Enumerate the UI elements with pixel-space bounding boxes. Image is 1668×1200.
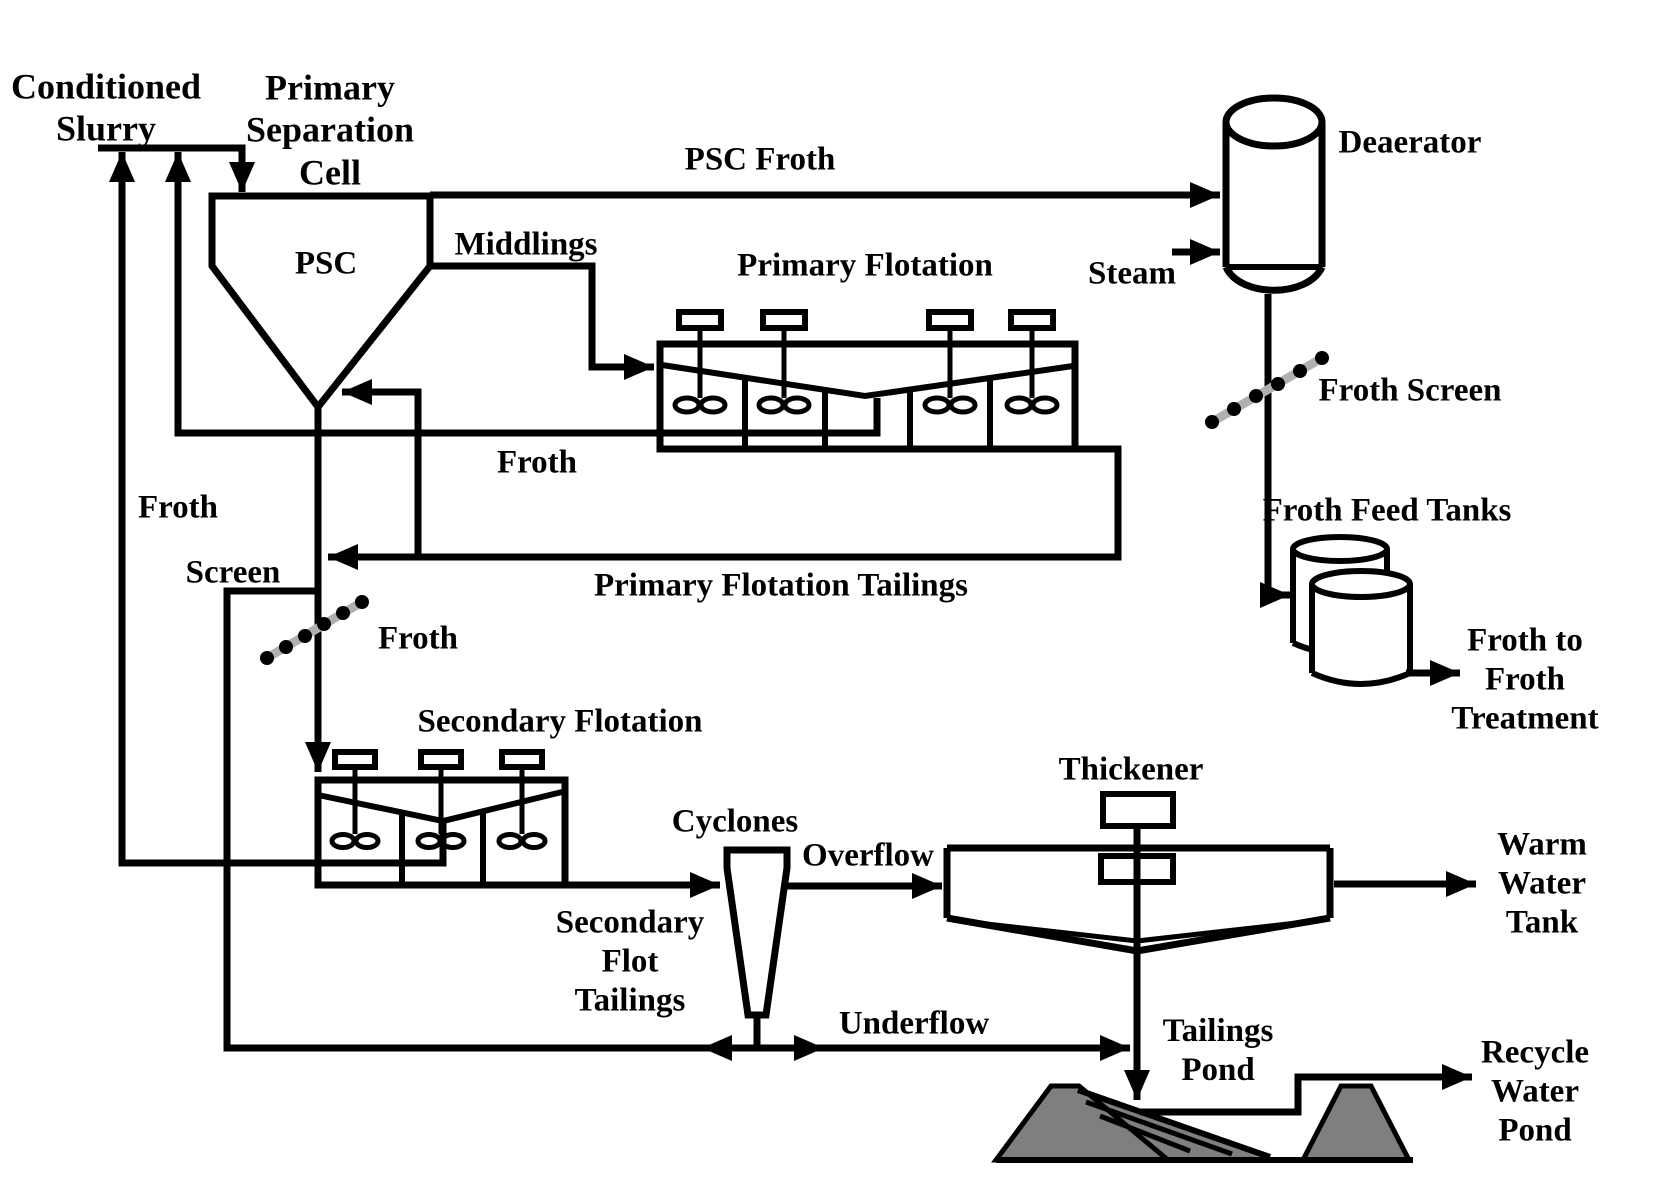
agitator: [672, 309, 728, 415]
agitator: [922, 309, 978, 415]
label-overflow: Overflow: [802, 837, 934, 874]
froth-feed-tanks: [1290, 534, 1413, 687]
agitator: [1004, 309, 1060, 415]
label-cyclones: Cyclones: [671, 803, 799, 840]
label-froth-screen-right: Froth Screen: [1318, 372, 1502, 409]
agitator: [496, 749, 548, 850]
label-secondary-flot-tailings: Secondary Flot Tailings: [555, 904, 705, 1019]
tailings-pond: [991, 1083, 1414, 1163]
froth-screen-left: [260, 595, 369, 665]
deaerator-vessel: [1222, 94, 1326, 294]
agitator: [756, 309, 812, 415]
flow-middlings: [430, 262, 654, 380]
agitator: [329, 749, 381, 850]
beach-layer-line: [1099, 1113, 1191, 1154]
deaerator-top: [1222, 94, 1326, 150]
flow-secondary-froth-recycle: [109, 152, 447, 867]
flow-deaerator-to-tanks: [1260, 294, 1290, 608]
cyclone-vessel: [723, 846, 791, 1048]
label-froth-left-recycle: Froth: [137, 489, 219, 526]
label-underflow: Underflow: [838, 1005, 990, 1042]
label-middlings: Middlings: [454, 226, 598, 263]
flow-primary-froth-recycle: [165, 152, 881, 437]
flow-conditioned-slurry-feed: [98, 144, 255, 192]
label-steam: Steam: [1088, 255, 1176, 292]
agitator: [415, 749, 467, 850]
secondary-flotation-cell-dividers: [399, 812, 486, 885]
primary-flotation-launder: [661, 362, 1074, 400]
label-froth-to-froth-treatment: Froth to Froth Treatment: [1451, 622, 1599, 737]
label-froth-feed-tanks: Froth Feed Tanks: [1262, 492, 1512, 529]
label-psc: PSC: [294, 245, 358, 282]
tailings-dyke-right: [1298, 1083, 1414, 1163]
flow-primary-flotation-tailings: [328, 445, 1122, 570]
primary-flotation-tank: [656, 309, 1079, 453]
label-deaerator: Deaerator: [1338, 124, 1482, 161]
label-primary-flotation-tailings: Primary Flotation Tailings: [593, 567, 969, 604]
label-recycle-water-pond: Recycle Water Pond: [1480, 1034, 1590, 1149]
beach-layer-line: [1085, 1099, 1233, 1157]
primary-flotation-cell-dividers: [742, 378, 993, 449]
froth-tank-back: [1290, 534, 1390, 564]
label-thickener: Thickener: [1058, 751, 1204, 788]
label-primary-flotation: Primary Flotation: [737, 247, 993, 284]
label-conditioned-slurry: Conditioned Slurry: [10, 66, 202, 149]
froth-tank-front: [1309, 568, 1413, 600]
froth-screen-right: [1205, 351, 1329, 429]
psc-vessel: [208, 192, 434, 413]
deaerator-bottom: [1222, 265, 1326, 294]
label-primary-separation-cell: Primary Separation Cell: [245, 67, 415, 193]
flow-underflow-line: [223, 587, 1130, 1061]
label-froth-after-screen: Froth: [377, 620, 459, 657]
label-psc-froth: PSC Froth: [684, 141, 836, 178]
label-warm-water-tank: Warm Water Tank: [1497, 826, 1587, 941]
deaerator-walls: [1222, 122, 1326, 267]
label-froth-primary-return: Froth: [496, 444, 578, 481]
label-secondary-flotation: Secondary Flotation: [417, 703, 703, 740]
flow-recycle-water: [1140, 1064, 1472, 1116]
beach-layer-line: [1077, 1087, 1271, 1160]
label-tailings-pond: Tailings Pond: [1162, 1013, 1274, 1088]
thickener-drive-box: [1100, 791, 1176, 829]
flow-lines: [98, 144, 1476, 1116]
flow-tailings-to-psc-vertex: [342, 379, 422, 557]
label-screen-left: Screen: [185, 554, 281, 591]
